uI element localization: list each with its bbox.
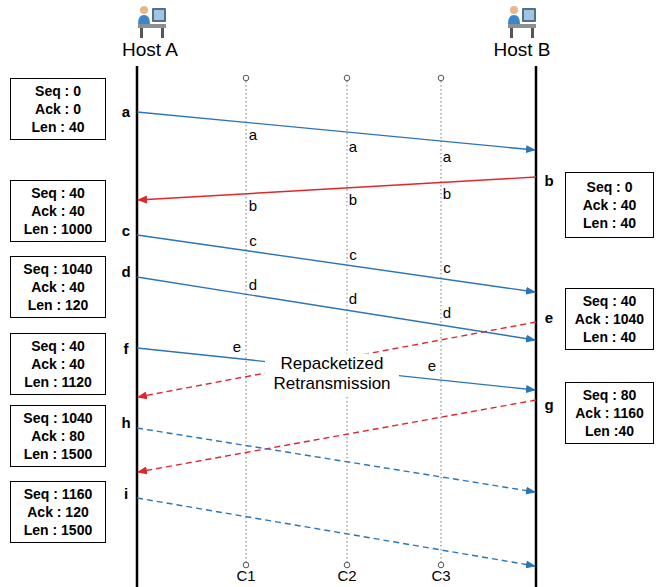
capture-point-label: C2 [337,568,356,585]
packet-letter: a [248,127,258,144]
packet-field: Seq : 0 [35,82,81,100]
packet-field: Len :40 [585,422,634,440]
host-icon [138,6,166,38]
event-letter: b [544,173,553,190]
packet-field: Seq : 80 [583,386,637,404]
packet-field: Seq : 40 [31,184,85,202]
packet-info-box: Seq : 1040Ack : 80Len : 1500 [10,405,106,467]
packet-field: Len : 40 [583,328,636,346]
host-icon [508,6,536,38]
packet-letter: a [348,139,358,156]
packet-field: Len : 40 [583,214,636,232]
packet-letter: b [248,198,258,215]
event-letter: f [124,341,129,358]
packet-field: Seq : 40 [31,337,85,355]
annotation: Repacketized Retransmission [265,353,399,394]
host-name: Host A [122,40,178,61]
event-letter: a [122,104,130,121]
event-letter: e [545,310,553,327]
event-letter: h [121,415,130,432]
packet-field: Len : 1500 [24,521,92,539]
packet-letter: a [442,149,452,166]
capture-point-label: C3 [431,568,450,585]
packet-field: Seq : 40 [583,292,637,310]
packet-field: Ack : 80 [31,427,85,445]
packet-field: Ack : 40 [31,202,85,220]
capture-line [246,81,441,562]
packet-letter: c [248,233,258,250]
packet-field: Len : 1000 [24,220,92,238]
packet-info-box: Seq : 40Ack : 1040Len : 40 [565,288,654,350]
packet-letter: d [442,305,452,322]
packet-letter: b [348,192,358,209]
packet-field: Len : 1120 [24,373,92,391]
packet-field: Len : 120 [28,296,89,314]
packet-info-box: Seq : 40Ack : 40Len : 1000 [10,180,106,242]
packet-letter: d [248,277,258,294]
packet-field: Ack : 1160 [575,404,644,422]
packet-field: Len : 40 [32,118,85,136]
packet-field: Ack : 40 [31,355,85,373]
packet-info-box: Seq : 0Ack : 40Len : 40 [565,172,654,238]
packet-field: Ack : 1040 [575,310,644,328]
host-name: Host B [493,40,550,61]
packet-field: Seq : 1040 [23,260,92,278]
packet-letter: c [348,247,358,264]
packet-letter: e [232,339,242,356]
packet-info-box: Seq : 1040Ack : 40Len : 120 [10,256,106,318]
packet-letter: c [442,260,452,277]
packet-letter: d [348,291,358,308]
packet-field: Seq : 1160 [24,485,93,503]
packet-info-box: Seq : 0Ack : 0Len : 40 [10,78,106,140]
packet-info-box: Seq : 40Ack : 40Len : 1120 [10,333,106,395]
packet-field: Ack : 0 [35,100,81,118]
packet-field: Len : 1500 [24,445,92,463]
packet-field: Ack : 40 [583,196,637,214]
packet-field: Seq : 1040 [23,409,92,427]
host-timeline [535,66,538,587]
host-timeline [136,66,139,587]
event-letter: d [121,264,130,281]
packet-info-box: Seq : 1160Ack : 120Len : 1500 [10,481,106,543]
packet-info-box: Seq : 80Ack : 1160Len :40 [565,382,654,444]
capture-point-label: C1 [236,568,255,585]
packet-arrow [137,112,536,566]
packet-letter: b [442,186,452,203]
event-letter: g [544,397,553,414]
event-letter: c [122,223,130,240]
packet-field: Ack : 120 [27,503,88,521]
packet-field: Seq : 0 [587,178,633,196]
packet-field: Ack : 40 [31,278,85,296]
event-letter: i [124,486,128,503]
packet-letter: e [427,358,437,375]
